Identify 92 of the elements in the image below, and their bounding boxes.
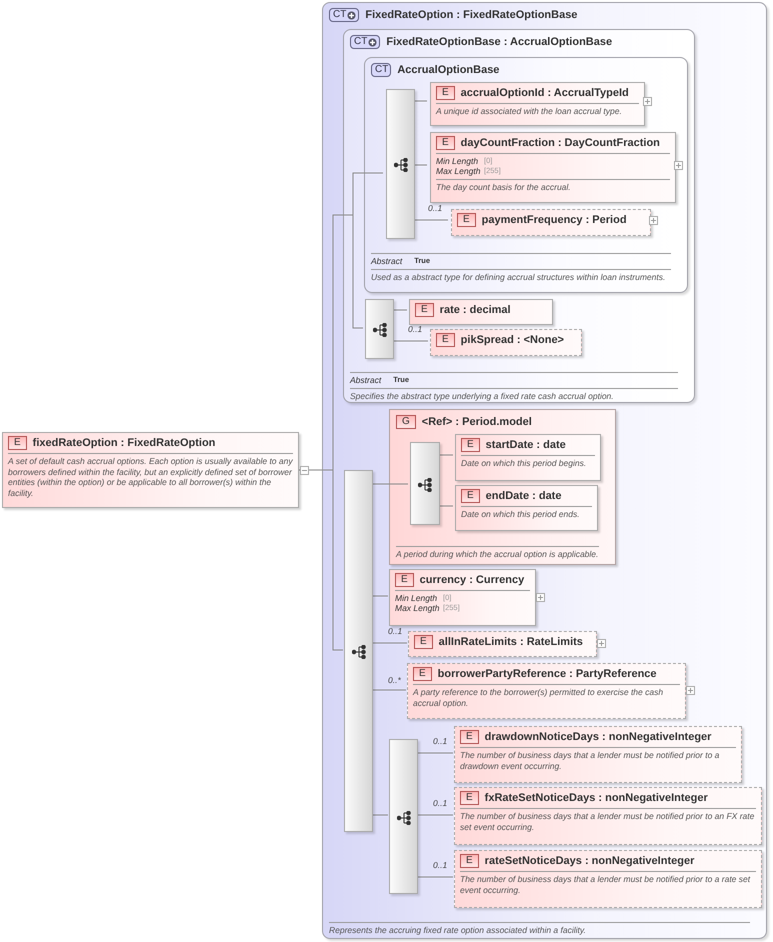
description-text: A party reference to the borrower(s) permitted to exercise the cash accrual option. (413, 687, 664, 708)
type-badge: E (395, 573, 414, 587)
group-panel (389, 409, 616, 565)
element-name: paymentFrequency : Period (482, 214, 627, 226)
element-box (430, 329, 582, 356)
connector-line (372, 814, 388, 816)
description-text: Date on which this period ends. (461, 509, 581, 520)
sequence-compositor (386, 89, 415, 239)
type-badge: E (413, 667, 432, 681)
description-text: The day count basis for the accrual. (436, 182, 572, 192)
type-name: AccrualOptionBase (397, 64, 500, 76)
complex-type-panel (343, 29, 695, 403)
element-name: accrualOptionId : AccrualTypeId (460, 87, 629, 99)
element-box (407, 663, 686, 719)
element-box (454, 787, 762, 845)
edge-label: 0..1 (433, 860, 448, 870)
facet-label: Max Length (395, 603, 440, 613)
connector-line (392, 340, 428, 342)
element-name: drawdownNoticeDays : nonNegativeInteger (484, 731, 712, 743)
element-box (430, 132, 676, 203)
element-name: borrowerPartyReference : PartyReference (438, 668, 657, 680)
sequence-compositor (389, 739, 418, 894)
description-text: Used as a abstract type for defining accrual structures within loan instruments. (371, 272, 666, 282)
type-badge: E (436, 333, 455, 347)
type-badge: E (436, 86, 455, 100)
element-box (408, 631, 597, 657)
element-name: fixedRateOption : FixedRateOption (32, 437, 216, 449)
type-name: FixedRateOption : FixedRateOptionBase (365, 9, 578, 21)
description-text: The number of business days that a lender must be notified prior to an FX rate set event occurring. (460, 811, 756, 832)
element-name: dayCountFraction : DayCountFraction (460, 137, 660, 149)
badge-label: CT (354, 36, 368, 48)
edge-label: 0..1 (388, 626, 402, 636)
element-name: fxRateSetNoticeDays : nonNegativeInteger (484, 792, 708, 804)
type-badge: E (460, 791, 479, 805)
connector-line (372, 642, 408, 644)
facet-label: Min Length (436, 156, 480, 166)
element-name: allInRateLimits : RateLimits (438, 636, 583, 648)
element-box (389, 569, 536, 626)
badge-label: CT (333, 9, 346, 21)
element-box (455, 434, 601, 481)
connector-line (416, 814, 454, 816)
type-badge: E (461, 438, 480, 452)
element-box (430, 82, 645, 126)
facet-label: Max Length (436, 166, 482, 176)
description-text: Represents the accruing fixed rate option associated within a facility. (329, 925, 587, 936)
type-badge: E (460, 854, 479, 868)
type-badge: E (414, 635, 433, 649)
element-name: rateSetNoticeDays : nonNegativeInteger (484, 855, 694, 867)
facet-label: Min Length (395, 593, 438, 603)
sequence-compositor (344, 470, 373, 832)
complex-type-panel (364, 57, 688, 293)
type-badge: E (415, 303, 434, 317)
type-badge: G (396, 415, 416, 429)
description-text: Specifies the abstract type underlying a fixed rate cash accrual option. (350, 391, 615, 402)
description-text: A unique id associated with the loan accrual type. (436, 106, 623, 116)
edge-label: 0..1 (428, 203, 442, 213)
type-name: FixedRateOptionBase : AccrualOptionBase (386, 36, 612, 48)
sequence-compositor (365, 299, 394, 359)
connector-line (438, 454, 454, 456)
type-badge: E (436, 136, 455, 150)
type-badge: E (8, 436, 27, 450)
description-text: The number of business days that a lender must be notified prior to a drawdown event occurring. (460, 750, 720, 771)
connector-line (416, 876, 454, 878)
element-box (409, 299, 553, 325)
description-text: A period during which the accrual option is applicable. (396, 549, 599, 560)
element-name: currency : Currency (420, 574, 524, 586)
element-box (455, 485, 598, 531)
property-label: Abstract (371, 256, 402, 266)
type-badge: E (457, 213, 476, 227)
edge-label: 0..1 (433, 736, 448, 746)
complex-type-panel (322, 2, 767, 939)
connector-line (416, 752, 454, 754)
description-text: Date on which this period begins. (461, 458, 588, 468)
type-name: <Ref> : Period.model (422, 416, 532, 428)
element-name: rate : decimal (440, 304, 511, 316)
sequence-compositor (410, 442, 440, 525)
element-box (454, 850, 762, 908)
edge-label: 0..1 (408, 324, 422, 334)
edge-label: 0..1 (433, 798, 448, 808)
edge-label: 0..* (388, 675, 401, 685)
badge-label: CT (375, 64, 388, 76)
element-box (454, 726, 742, 783)
element-box (2, 432, 299, 508)
description-text: The number of business days that a lender must be notified prior to a rate set event occurring. (460, 874, 752, 895)
element-name: endDate : date (486, 490, 562, 502)
type-badge: E (461, 489, 480, 503)
element-box (451, 209, 651, 236)
element-name: startDate : date (486, 439, 566, 451)
description-text: A set of default cash accrual options. Each option is usually available to any borrowers defined within the facility, but an explicitly defined set of borrower entities (within the option) or be applicable to all borrower(s) within the facility. (8, 456, 293, 498)
property-label: Abstract (350, 375, 382, 385)
element-name: pikSpread : <None> (460, 334, 564, 346)
type-badge: E (460, 730, 479, 744)
